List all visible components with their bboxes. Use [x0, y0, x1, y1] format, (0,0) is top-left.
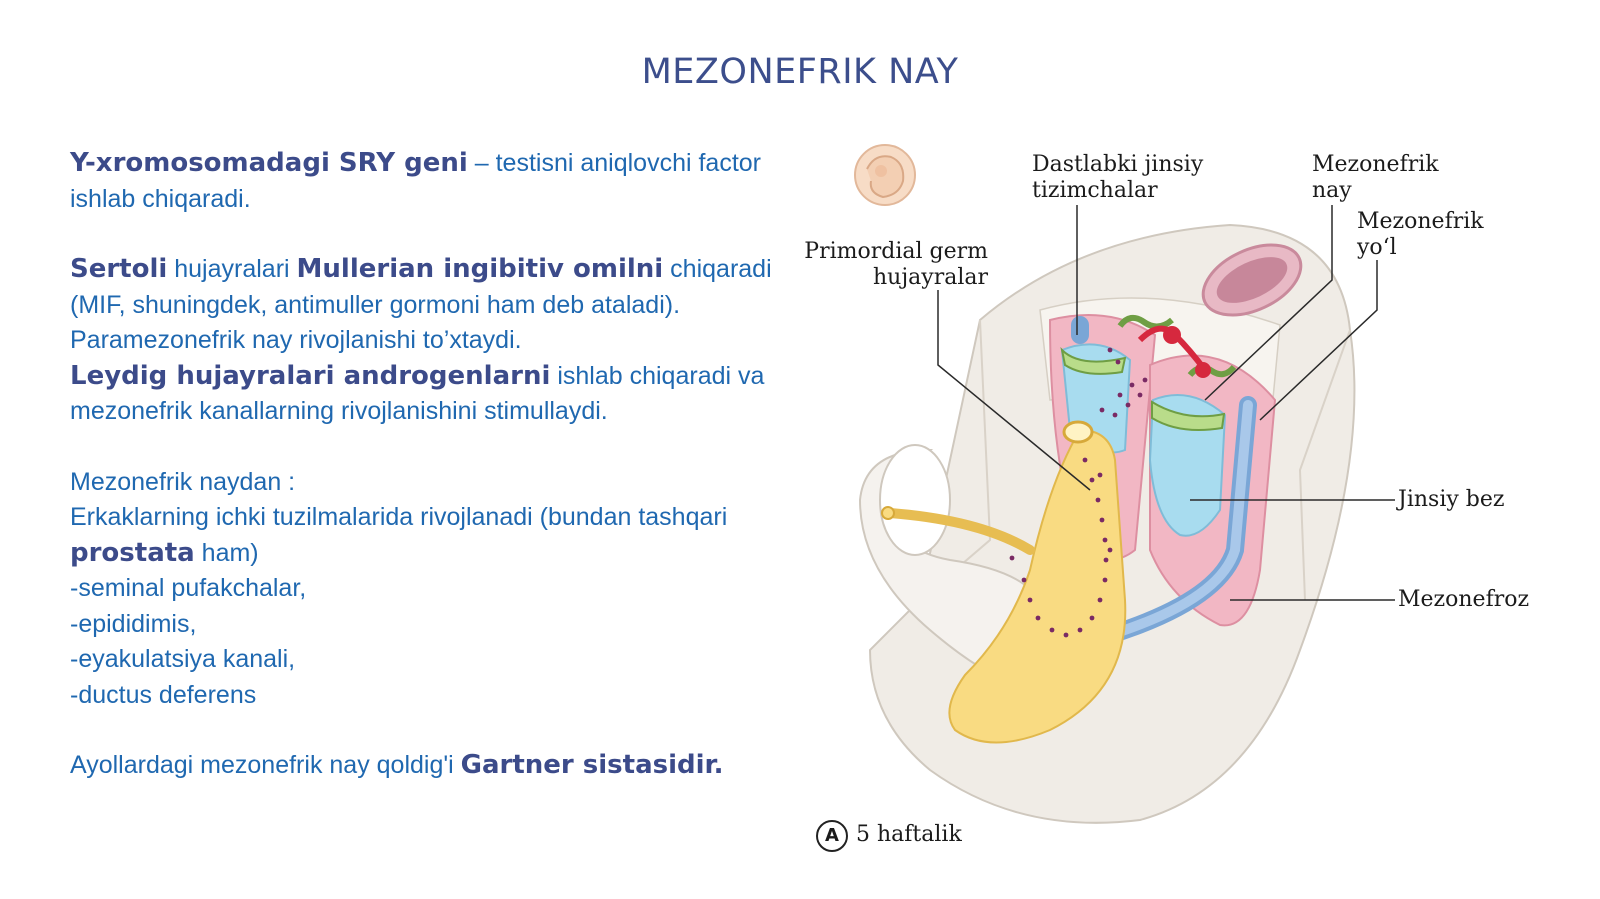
- paragraph-gartner: Ayollardagi mezonefrik nay qoldig'i Gart…: [70, 748, 790, 784]
- gartner-text: Ayollardagi mezonefrik nay qoldig'i: [70, 751, 461, 779]
- label-mesonephric-duct: Mezonefrik nay: [1312, 152, 1439, 203]
- label-mesonephric-tubule: Mezonefrik yo‘l: [1357, 209, 1484, 260]
- paragraph-paramesonephric: Paramezonefrik nay rivojlanishi to’xtayd…: [70, 326, 522, 354]
- prostate-bold: prostata: [70, 537, 195, 568]
- list-item: -seminal pufakchalar,: [70, 574, 307, 602]
- label-gonad: Jinsiy bez: [1398, 487, 1505, 512]
- label-germ-cells: Primordial germ hujayralar: [804, 239, 988, 290]
- body-text: Y-xromosomadagi SRY geni – testisni aniq…: [70, 146, 790, 784]
- label-panel-letter: A: [825, 825, 839, 846]
- leydig-text: ishlab chiqaradi va mezonefrik kanallarn…: [70, 361, 765, 426]
- germ-cell-dots: [1009, 347, 1148, 638]
- prostate-text: ham): [194, 538, 259, 567]
- list-item: -eyakulatsiya kanali,: [70, 645, 296, 673]
- sry-bold: Y-xromosomadagi SRY geni: [70, 148, 468, 178]
- paragraph-derivatives-heading: Mezonefrik naydan :: [70, 467, 296, 496]
- yolk-structure: [948, 428, 1127, 744]
- leader-lines: [937, 205, 1395, 601]
- gartner-bold: Gartner sistasidir.: [460, 750, 724, 780]
- embryo-diagram: [816, 144, 1395, 852]
- paragraph-prostate: prostata ham): [70, 536, 790, 572]
- embryo-icon: [854, 144, 916, 206]
- list-item: -ductus deferens: [70, 680, 257, 709]
- sertoli-bold: Sertoli: [70, 254, 168, 284]
- mif-text: chiqaradi: [663, 255, 772, 283]
- paragraph-sry: Y-xromosomadagi SRY geni – testisni aniq…: [70, 146, 790, 217]
- panel-letter-circle: [816, 820, 848, 852]
- label-mesonephros: Mezonefroz: [1398, 587, 1530, 612]
- paragraph-mif-alias: (MIF, shuningdek, antimuller gormoni ham…: [70, 290, 681, 319]
- paragraph-sertoli: Sertoli hujayralari Mullerian ingibitiv …: [70, 252, 790, 288]
- paragraph-leydig: Leydig hujayralari androgenlarni ishlab …: [70, 359, 790, 430]
- sry-text: – testisni aniqlovchi factor ishlab chiq…: [70, 149, 761, 213]
- paragraph-male-structures: Erkaklarning ichki tuzilmalarida rivojla…: [70, 503, 728, 531]
- mif-bold: Mullerian ingibitiv omilni: [296, 254, 664, 284]
- sertoli-text: hujayralari: [167, 255, 297, 283]
- slide-title: MEZONEFRIK NAY: [641, 52, 959, 92]
- leydig-bold: Leydig hujayralari androgenlarni: [70, 360, 551, 391]
- list-item: -epididimis,: [70, 609, 197, 638]
- label-genital-ridges: Dastlabki jinsiy tizimchalar: [1032, 152, 1204, 203]
- label-panel-caption: 5 haftalik: [856, 822, 962, 847]
